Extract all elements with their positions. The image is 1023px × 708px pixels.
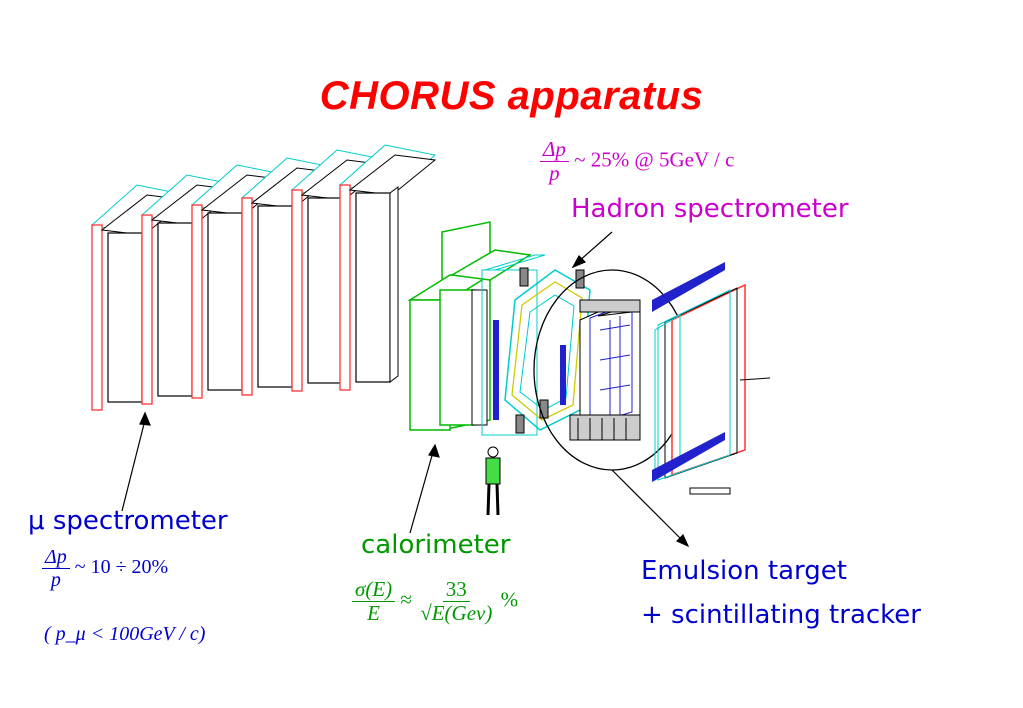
muon-spectrometer-slabs xyxy=(90,144,437,411)
calorimeter-fraction-denominator: √E(Gev) xyxy=(420,601,493,626)
calorimeter-approx-sign: ≈ xyxy=(400,587,412,612)
emulsion-target-label: Emulsion target xyxy=(641,556,847,586)
muon-formula-denominator: p xyxy=(50,569,61,591)
muon-slab-part xyxy=(107,232,143,403)
hadron-formula-value: ~ 25% @ 5GeV / c xyxy=(574,147,735,172)
muon-formula-numerator: Δp xyxy=(42,546,70,569)
muon-formula-value: ~ 10 ÷ 20% xyxy=(74,556,169,579)
muon-slab-part xyxy=(241,197,253,396)
calorimeter-formula-denominator: E xyxy=(367,601,380,626)
scintillating-tracker-label: + scintillating tracker xyxy=(641,600,921,630)
muon-spectrometer-text: spectrometer xyxy=(52,506,228,536)
hadron-resolution-formula: Δp p ~ 25% @ 5GeV / c xyxy=(540,137,735,186)
muon-momentum-condition: ( p_μ < 100GeV / c) xyxy=(44,623,206,645)
hadron-formula-numerator: Δp xyxy=(540,137,569,163)
muon-slab-part xyxy=(191,204,203,399)
calorimeter-module xyxy=(407,221,546,436)
emulsion-target-region xyxy=(533,269,691,471)
human-scale-figure xyxy=(485,446,501,516)
muon-slab-part xyxy=(307,197,343,384)
muon-spectrometer-label: μ spectrometer xyxy=(28,506,228,536)
mu-symbol: μ xyxy=(28,506,45,536)
muon-resolution-formula: Δp p ~ 10 ÷ 20% xyxy=(42,546,168,591)
muon-slab-part xyxy=(141,214,153,405)
muon-slab-part xyxy=(355,192,391,383)
hadron-formula-denominator: p xyxy=(549,161,560,186)
muon-slab-part xyxy=(339,184,351,391)
calorimeter-percent: % xyxy=(500,587,519,612)
calorimeter-fraction-numerator: 33 xyxy=(442,577,470,603)
muon-slab-part xyxy=(257,205,293,388)
muon-slab-part xyxy=(157,222,193,397)
slide-title: CHORUS apparatus xyxy=(319,74,704,118)
calorimeter-label: calorimeter xyxy=(361,530,511,560)
hadron-spectrometer-magnet xyxy=(493,267,591,434)
downstream-detectors xyxy=(652,262,771,495)
calorimeter-formula-numerator: σ(E) xyxy=(352,577,396,603)
muon-slab-part xyxy=(291,189,303,392)
muon-slab-part xyxy=(91,224,103,411)
hadron-spectrometer-label: Hadron spectrometer xyxy=(571,194,849,224)
calorimeter-resolution-formula: σ(E) E ≈ 33 √E(Gev) % xyxy=(352,577,519,626)
muon-slab-part xyxy=(207,212,243,391)
muon-slab-part xyxy=(389,186,399,383)
pointer-arrows xyxy=(121,231,690,548)
